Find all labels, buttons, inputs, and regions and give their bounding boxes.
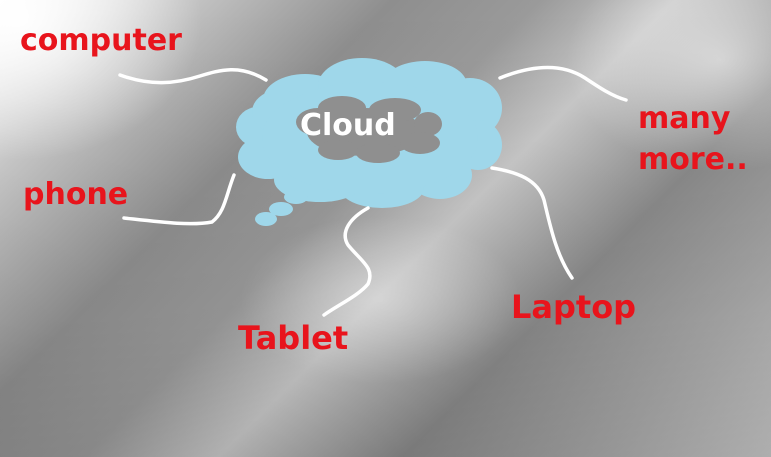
device-label-tablet: Tablet xyxy=(238,319,349,357)
connector-phone xyxy=(122,173,236,226)
cloud-center xyxy=(296,96,442,163)
many-more-line-2: more.. xyxy=(638,141,748,177)
many-more-line-1: many xyxy=(638,101,731,136)
cloud-tail xyxy=(255,190,308,226)
device-label-phone: phone xyxy=(23,177,129,212)
device-label-laptop: Laptop xyxy=(511,288,637,326)
connector-many-more xyxy=(498,65,628,102)
connector-computer xyxy=(118,68,268,85)
connector-laptop xyxy=(490,166,574,280)
connector-tablet xyxy=(322,206,372,317)
device-label-many-more: many more.. xyxy=(638,99,748,180)
cloud-label: Cloud xyxy=(300,108,396,143)
device-label-computer: computer xyxy=(20,23,182,58)
